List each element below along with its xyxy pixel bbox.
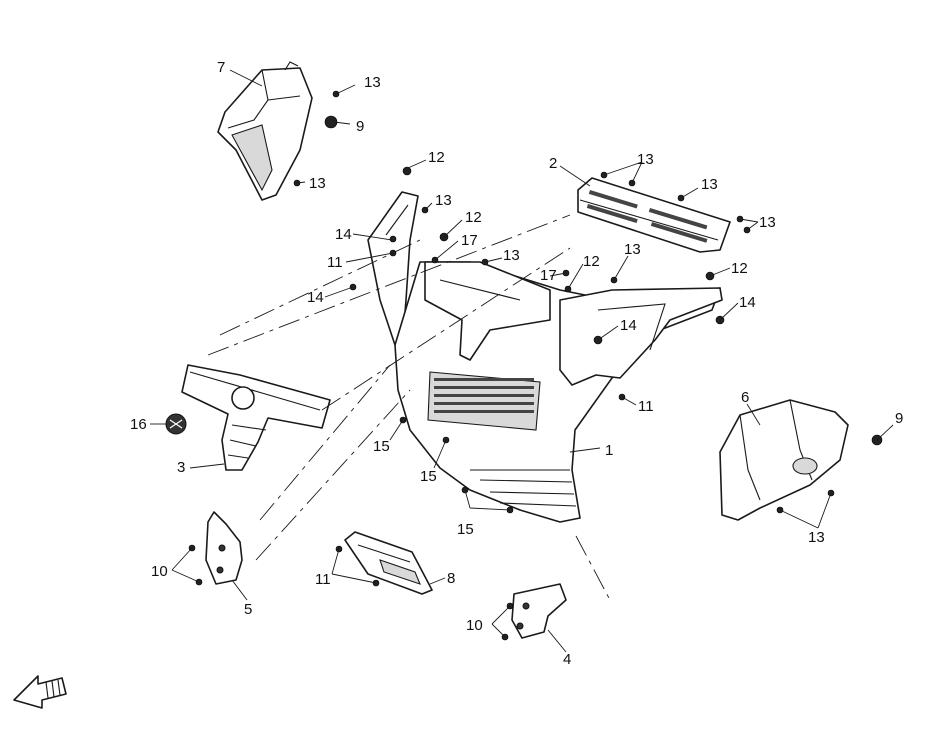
callout-9: 9 — [895, 410, 903, 427]
callout-11: 11 — [638, 398, 654, 415]
part-5-left-bracket — [205, 511, 243, 585]
callout-12: 12 — [428, 149, 445, 166]
lower-radiator-slots — [434, 378, 534, 413]
callout-10: 10 — [466, 617, 483, 634]
callout-4: 4 — [563, 651, 571, 668]
callout-13: 13 — [364, 74, 381, 91]
callout-11: 11 — [315, 571, 331, 588]
callout-13: 13 — [435, 192, 452, 209]
callout-12: 12 — [731, 260, 748, 277]
callout-14: 14 — [739, 294, 756, 311]
callout-13: 13 — [503, 247, 520, 264]
callout-13: 13 — [309, 175, 326, 192]
callout-6: 6 — [741, 389, 749, 406]
part-2-upper-grille — [577, 177, 731, 253]
callout-15: 15 — [457, 521, 474, 538]
callout-12: 12 — [465, 209, 482, 226]
part-7-air-duct — [217, 61, 313, 201]
callout-13: 13 — [701, 176, 718, 193]
upper-grille-slots — [586, 190, 708, 243]
callout-7: 7 — [217, 59, 225, 76]
callout-11: 11 — [327, 254, 343, 271]
callout-9: 9 — [356, 118, 364, 135]
callout-labels: 7 13 9 13 12 2 13 13 13 13 14 12 17 11 1… — [130, 59, 903, 668]
callout-14: 14 — [620, 317, 637, 334]
callout-13: 13 — [624, 241, 641, 258]
callout-13: 13 — [808, 529, 825, 546]
callout-13: 13 — [759, 214, 776, 231]
callout-5: 5 — [244, 601, 252, 618]
callout-10: 10 — [151, 563, 168, 580]
callout-17: 17 — [461, 232, 478, 249]
part-1-front-bumper — [367, 191, 723, 523]
part-3-front-plate — [181, 364, 331, 471]
callout-1: 1 — [605, 442, 613, 459]
callout-14: 14 — [307, 289, 324, 306]
assembly-guide-lines — [207, 214, 611, 601]
callout-15: 15 — [373, 438, 390, 455]
part-16-emblem — [165, 413, 187, 435]
front-direction-arrow-icon — [13, 675, 67, 709]
callout-13: 13 — [637, 151, 654, 168]
callout-8: 8 — [447, 570, 455, 587]
callout-3: 3 — [177, 459, 185, 476]
leader-lines — [150, 69, 894, 653]
part-8-skid-panel — [344, 531, 433, 595]
callout-16: 16 — [130, 416, 147, 433]
part-6-side-cover — [719, 399, 849, 521]
callout-12: 12 — [583, 253, 600, 270]
callout-17: 17 — [540, 267, 557, 284]
callout-2: 2 — [549, 155, 557, 172]
callout-15: 15 — [420, 468, 437, 485]
callout-14: 14 — [335, 226, 352, 243]
part-4-right-bracket — [511, 583, 567, 639]
